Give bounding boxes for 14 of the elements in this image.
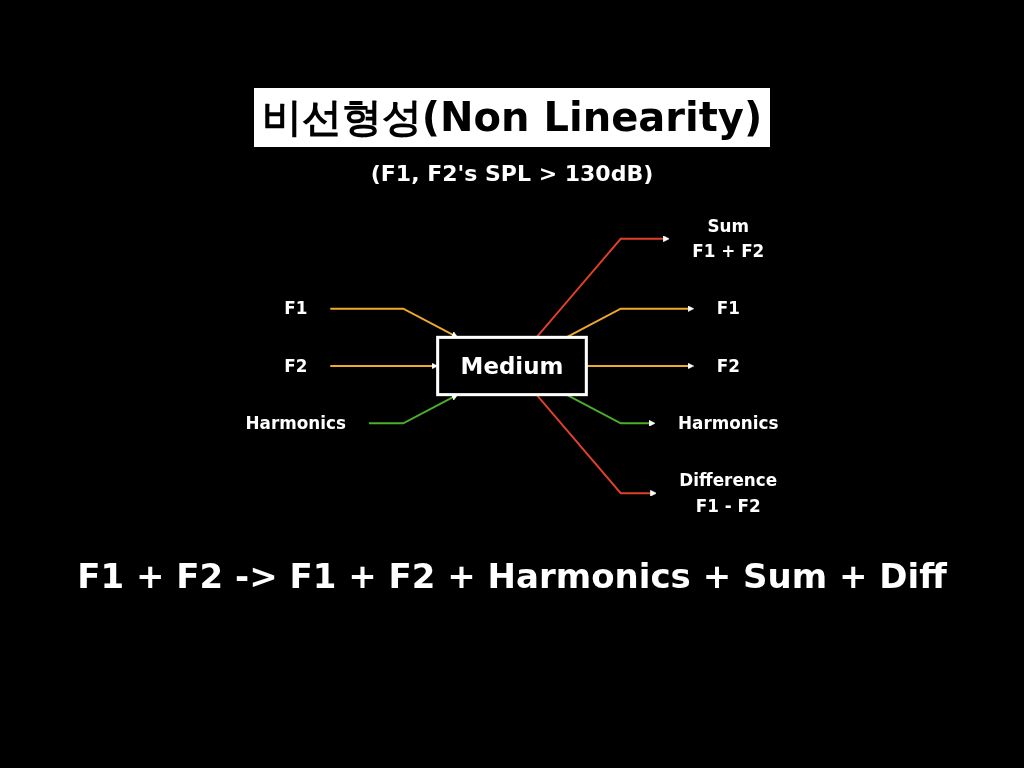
node-text: Harmonics	[245, 413, 346, 433]
equation-text: F1 + F2 -> F1 + F2 + Harmonics + Sum + Diff	[76, 556, 948, 596]
node-text: Difference F1 - F2	[679, 471, 778, 516]
arrow	[329, 307, 458, 338]
title: 비선형성(Non Linearity)	[253, 88, 771, 147]
subtitle-note: (F1, F2's SPL > 130dB)	[369, 161, 655, 186]
node-text: F1	[716, 299, 740, 319]
node-text: F2	[716, 356, 740, 376]
node-box: Medium	[436, 335, 588, 397]
node-text: Harmonics	[678, 413, 779, 433]
node-text: F2	[284, 356, 308, 376]
node-text: F1	[284, 299, 308, 319]
arrow	[367, 394, 458, 425]
node-text: Sum F1 + F2	[692, 216, 765, 261]
